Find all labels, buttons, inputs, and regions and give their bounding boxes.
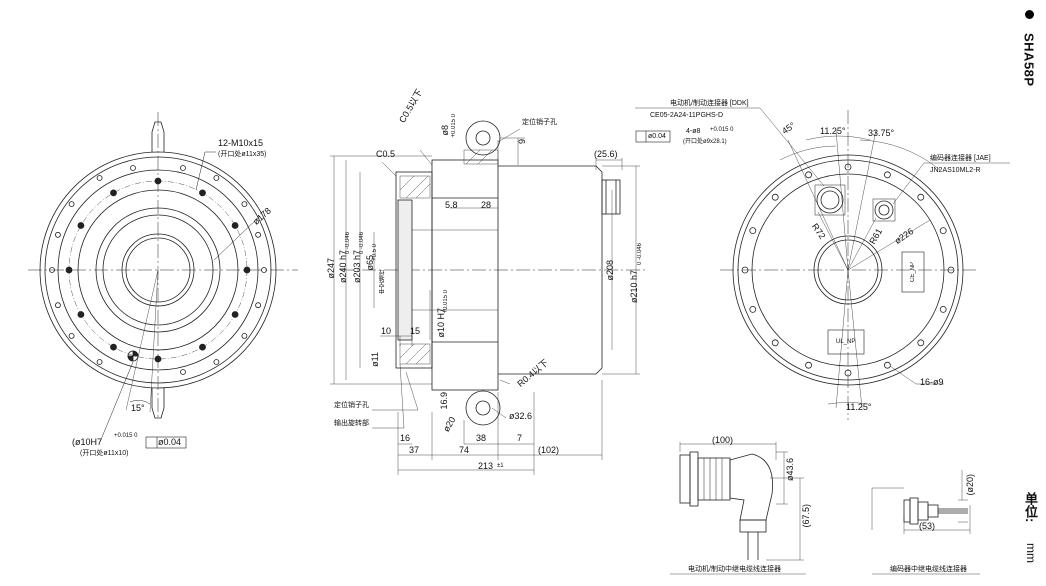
unit-value: mm	[1024, 543, 1038, 563]
section-d240-tol: 0 -0.046	[345, 232, 351, 255]
encoder-cable-dim-20: (ø20)	[965, 474, 975, 496]
section-dim-74: 74	[459, 445, 470, 455]
motor-cable-dim-100: (100)	[712, 435, 734, 445]
front-pin-note: (开口处ø11x10)	[80, 450, 129, 457]
section-d8-tol: +0.015 0	[451, 114, 457, 138]
bullet-icon	[1024, 10, 1034, 19]
front-pin-tol: +0.015 0	[114, 433, 138, 439]
section-dim-213-tol: ±1	[497, 463, 504, 469]
side-title: SHA58P	[1018, 10, 1040, 87]
section-d240: ø240 h7	[338, 250, 348, 284]
section-dim-15: 15	[410, 326, 421, 336]
section-d210-tol: 0 -0.046	[637, 243, 643, 266]
section-dim-7: 7	[517, 433, 523, 443]
rear-ce-nameplate: CE_NP	[910, 262, 916, 283]
section-chamfer-left: C0.5	[376, 149, 396, 159]
rear-motor-hole-note: (开口处ø9x28.1)	[683, 139, 727, 145]
rear-holes: 16-ø9	[920, 377, 944, 387]
section-d8: ø8	[440, 125, 450, 136]
motor-cable-dim-675: (67.5)	[801, 504, 811, 528]
motor-cable-caption: 电动机/制动中继电缆线连接器	[688, 566, 781, 573]
section-dim-37: 37	[409, 445, 420, 455]
section-hollow: 中空轴径	[380, 270, 386, 294]
section-d9: 9	[517, 139, 527, 145]
rear-motor-connector: 电动机/制动连接器 [DDK]	[670, 100, 749, 107]
section-d10h7-tol: +0.015 0	[443, 290, 449, 314]
section-output-flange: 输出旋转部	[334, 420, 369, 427]
section-dim-326: ø32.6	[509, 411, 533, 421]
section-d210: ø210 h7	[629, 270, 639, 304]
section-view	[330, 120, 645, 475]
section-dim-38: 38	[476, 433, 487, 443]
rear-encoder-connector: 编码器连接器 [JAE]	[930, 155, 991, 162]
encoder-cable-caption: 编码器中继电缆线连接器	[890, 566, 967, 573]
model-name: SHA58P	[1021, 33, 1037, 87]
section-dim-58: 5.8	[445, 200, 458, 210]
section-dim-102: (102)	[538, 445, 560, 455]
rear-ul-nameplate: UL_NP	[836, 339, 856, 345]
section-d203: ø203 h7	[352, 250, 362, 284]
front-thread-label: 12-M10x15	[218, 138, 264, 148]
rear-view	[635, 107, 1010, 420]
rear-motor-hole-tol: +0.015 0	[710, 127, 734, 133]
section-dim-28: 28	[481, 200, 492, 210]
section-dim-11: ø11	[370, 352, 380, 367]
front-view	[28, 112, 298, 449]
section-d247: ø247	[326, 258, 336, 279]
section-d203-tol: 0 -0.046	[359, 232, 365, 255]
rear-motor-hole: 4-ø8	[686, 128, 701, 135]
rear-encoder-part: JN2AS10ML2-R	[930, 167, 981, 174]
section-d208: ø208	[605, 260, 615, 281]
front-pin-hole-label: (ø10H7	[72, 437, 103, 447]
encoder-cable-dim-53: (53)	[919, 521, 936, 531]
motor-cable-dim-436: ø43.6	[785, 458, 795, 482]
rear-motor-flatness: ø0.04	[648, 133, 666, 140]
encoder-cable-connector	[871, 470, 980, 575]
rear-angle-1125a: 11.25°	[820, 126, 846, 136]
front-thread-note: (开口处ø11x35)	[218, 151, 267, 158]
section-dim-16: 16	[400, 433, 411, 443]
rear-angle-3375: 33.75°	[868, 128, 895, 138]
section-d65-tol: +0.5 0	[372, 244, 378, 261]
front-angle-label: 15°	[131, 403, 145, 413]
section-dim-213: 213	[478, 461, 494, 471]
rear-motor-part: CE05-2A24-11PGHS-D	[650, 112, 724, 119]
section-locating-top: 定位销子孔	[522, 119, 557, 126]
section-dim-169: 16.9	[439, 392, 449, 410]
front-pin-flatness: ø0.04	[158, 437, 182, 447]
rear-angle-1125b: 11.25°	[846, 402, 872, 412]
section-dim-256: (25.6)	[594, 149, 618, 159]
section-locating-bottom: 定位销子孔	[334, 402, 369, 409]
motor-cable-connector	[670, 442, 806, 575]
section-dim-10: 10	[381, 326, 392, 336]
unit-label: 单位:	[1023, 492, 1038, 523]
